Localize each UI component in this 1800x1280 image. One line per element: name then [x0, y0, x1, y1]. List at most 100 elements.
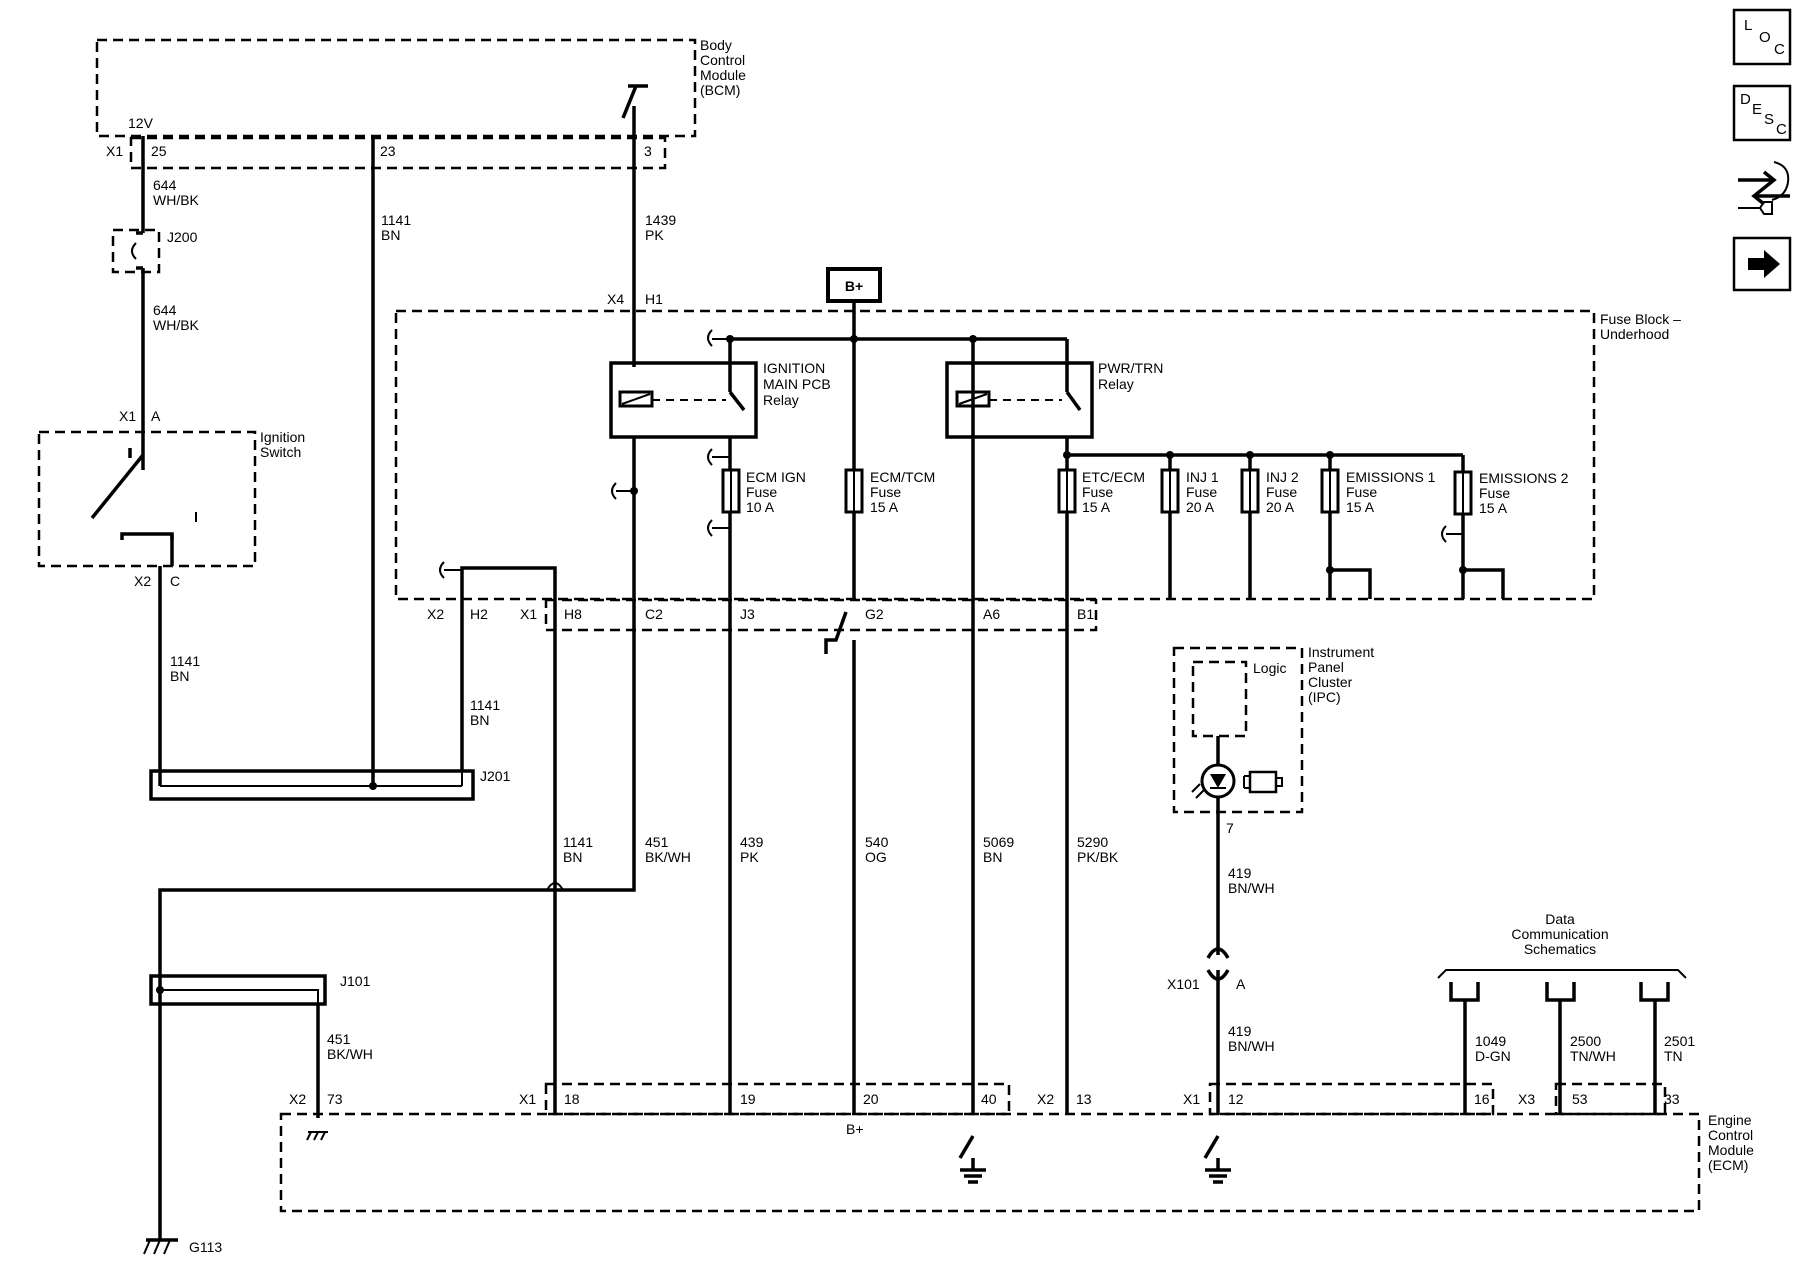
- splice-j201: J201: [149, 768, 511, 801]
- bcm-label-4: (BCM): [700, 82, 740, 98]
- ipc-label-3: Cluster: [1308, 674, 1353, 690]
- fb-pin-a6: A6: [983, 606, 1000, 622]
- w5069-color: BN: [983, 849, 1002, 865]
- desc-letter-s: S: [1764, 111, 1774, 128]
- loc-button[interactable]: L O C: [1732, 8, 1792, 66]
- ecm-label-2: Control: [1708, 1127, 1753, 1143]
- w1141-fb-circuit: 1141: [470, 697, 500, 713]
- ecm-pin-53: 53: [1572, 1091, 1588, 1107]
- fuse-ecm-ign-name: ECM IGN: [746, 469, 806, 485]
- desc-letter-d: D: [1740, 91, 1751, 108]
- ipc-label-1: Instrument: [1308, 644, 1374, 660]
- fuse-block-underhood: Fuse Block – Underhood X4 H1 IGNITION MA…: [394, 291, 1681, 654]
- fb-pin-h8: H8: [564, 606, 582, 622]
- ign-pin-bottom: C: [170, 573, 180, 589]
- ecm-pin-73: 73: [327, 1091, 343, 1107]
- w1439-color: PK: [645, 227, 664, 243]
- ecm-conn-x2: X2: [289, 1091, 306, 1107]
- fuse-emissions2: EMISSIONS 2 Fuse 15 A: [1441, 455, 1569, 599]
- relay-pwr-trn: PWR/TRN Relay: [945, 339, 1163, 439]
- ecm-conn-x2b: X2: [1037, 1091, 1054, 1107]
- ecm-bplus: B+: [846, 1121, 864, 1137]
- w644-top-color: WH/BK: [153, 192, 200, 208]
- ecm-label-4: (ECM): [1708, 1157, 1748, 1173]
- desc-button[interactable]: D E S C: [1732, 84, 1792, 142]
- w451-fb-circuit: 451: [645, 834, 669, 850]
- ground-g113: G113: [143, 1230, 222, 1255]
- bcm-voltage: 12V: [128, 115, 154, 131]
- fb-pin-h1: H1: [645, 291, 663, 307]
- w1141-ecm-color: BN: [563, 849, 582, 865]
- w5069-circuit: 5069: [983, 834, 1014, 850]
- bcm-pin-3: 3: [644, 143, 652, 159]
- relay-ign-label-2: MAIN PCB: [763, 376, 831, 392]
- fuse-block-label-2: Underhood: [1600, 326, 1669, 342]
- relay-pwr-label-1: PWR/TRN: [1098, 360, 1163, 376]
- ecm-pin-18: 18: [564, 1091, 580, 1107]
- ecm-pin-20: 20: [863, 1091, 879, 1107]
- w5290-color: PK/BK: [1077, 849, 1119, 865]
- ign-conn-top: X1: [119, 408, 136, 424]
- ecm-conn-x1: X1: [519, 1091, 536, 1107]
- bcm-pin-25: 25: [151, 143, 167, 159]
- ipc-label-2: Panel: [1308, 659, 1344, 675]
- fuse-inj1-name: INJ 1: [1186, 469, 1219, 485]
- w2500-circuit: 2500: [1570, 1033, 1601, 1049]
- ecm-label-1: Engine: [1708, 1112, 1752, 1128]
- w644-mid-circuit: 644: [153, 302, 177, 318]
- bcm-label-1: Body: [700, 37, 732, 53]
- fuse-inj1-rating: 20 A: [1186, 499, 1215, 515]
- fuse-block-label-1: Fuse Block –: [1600, 311, 1681, 327]
- w1439-circuit: 1439: [645, 212, 676, 228]
- loc-letter-o: O: [1759, 29, 1771, 46]
- battery-bplus: B+: [826, 267, 882, 303]
- w540-color: OG: [865, 849, 887, 865]
- w439-color: PK: [740, 849, 759, 865]
- x101-connector: X101: [1167, 976, 1200, 992]
- fuse-etc-ecm-name: ETC/ECM: [1082, 469, 1145, 485]
- loc-letter-l: L: [1744, 17, 1752, 34]
- connector-repair-icon[interactable]: [1738, 161, 1790, 215]
- fuse-inj2-type: Fuse: [1266, 484, 1297, 500]
- ecm-label-3: Module: [1708, 1142, 1754, 1158]
- ecm-conn-x3: X3: [1518, 1091, 1535, 1107]
- j200-label: J200: [167, 229, 198, 245]
- bcm-label-2: Control: [700, 52, 745, 68]
- fuse-ecm-tcm-type: Fuse: [870, 484, 901, 500]
- fb-conn-x1: X1: [520, 606, 537, 622]
- desc-letter-e: E: [1752, 101, 1762, 118]
- w1141-sw-circuit: 1141: [170, 653, 200, 669]
- fb-pin-b1: B1: [1077, 606, 1094, 622]
- fuse-ecm-ign-rating: 10 A: [746, 499, 775, 515]
- ipc: Logic Instrument Panel Cluster (IPC) 7: [1172, 644, 1374, 836]
- fb-pin-g2: G2: [865, 606, 884, 622]
- w2500-color: TN/WH: [1570, 1048, 1616, 1064]
- fuse-ecm-tcm-rating: 15 A: [870, 499, 899, 515]
- w439-circuit: 439: [740, 834, 764, 850]
- ipc-label-4: (IPC): [1308, 689, 1341, 705]
- fuse-emissions2-name: EMISSIONS 2: [1479, 470, 1569, 486]
- ipc-pin: 7: [1226, 820, 1234, 836]
- loc-letter-c: C: [1774, 41, 1785, 58]
- fuse-emissions1: EMISSIONS 1 Fuse 15 A: [1320, 455, 1436, 599]
- next-arrow-button[interactable]: [1732, 236, 1792, 292]
- fuse-inj2-rating: 20 A: [1266, 499, 1295, 515]
- ecm-pin-13: 13: [1076, 1091, 1092, 1107]
- ignition-switch: X1 A Ignition Switch X2 C: [37, 408, 305, 589]
- w1049-color: D-GN: [1475, 1048, 1511, 1064]
- fuse-emissions1-type: Fuse: [1346, 484, 1377, 500]
- ign-label-2: Switch: [260, 444, 301, 460]
- ecm-pin-33: 33: [1664, 1091, 1680, 1107]
- fuse-etc-ecm-rating: 15 A: [1082, 499, 1111, 515]
- fuse-ecm-tcm: ECM/TCM Fuse 15 A: [844, 339, 935, 515]
- fuse-emissions1-name: EMISSIONS 1: [1346, 469, 1436, 485]
- w451-j101-circuit: 451: [327, 1031, 351, 1047]
- fuse-etc-ecm: ETC/ECM Fuse 15 A: [1057, 455, 1145, 515]
- w644-top-circuit: 644: [153, 177, 177, 193]
- ign-conn-bottom: X2: [134, 573, 151, 589]
- w419-bot-color: BN/WH: [1228, 1038, 1275, 1054]
- w2501-circuit: 2501: [1664, 1033, 1695, 1049]
- w1141-ecm-circuit: 1141: [563, 834, 593, 850]
- fuse-inj1: INJ 1 Fuse 20 A: [1160, 455, 1219, 599]
- fb-conn-x2: X2: [427, 606, 444, 622]
